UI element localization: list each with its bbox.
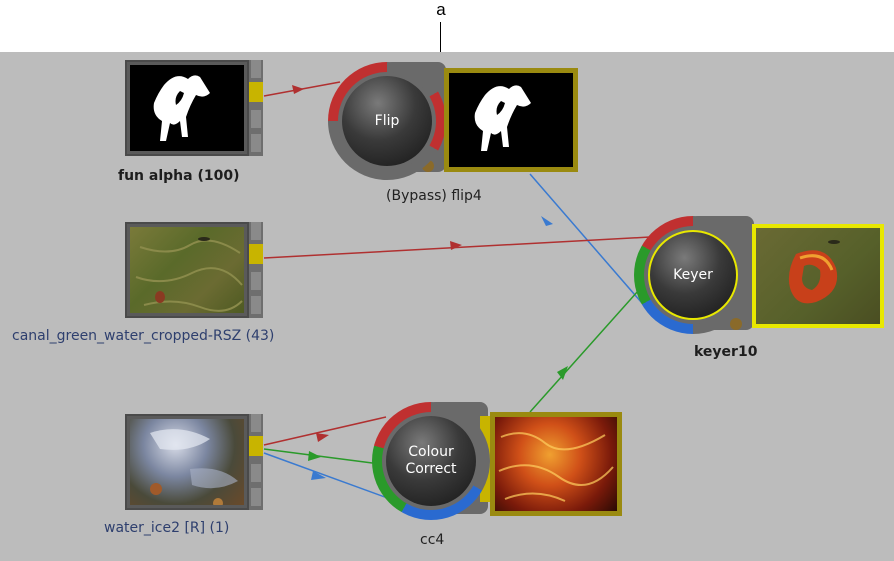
wire-arrow-red-flip xyxy=(292,85,304,94)
wire-water-to-cc-blue[interactable] xyxy=(263,452,394,501)
wire-arrow-green-cc xyxy=(308,451,321,461)
clip-output-tab[interactable] xyxy=(249,60,263,156)
ice-texture-icon xyxy=(150,429,238,505)
keyed-lava-icon xyxy=(788,240,840,304)
wire-water-to-cc-green[interactable] xyxy=(263,448,381,465)
output-port[interactable] xyxy=(249,244,263,264)
wire-layer xyxy=(263,81,651,501)
wire-arrow-green-cc-keyer xyxy=(557,366,568,380)
lava-thumbnail-icon xyxy=(498,432,614,502)
wire-arrow-red-cc xyxy=(316,433,329,442)
keyer-node-button[interactable]: Keyer xyxy=(648,230,738,320)
colour-correct-preview[interactable] xyxy=(490,412,622,516)
wire-arrow-red-keyer xyxy=(450,241,462,250)
ball-label-line-1: Colour xyxy=(408,444,454,460)
wire-cc-to-keyer[interactable] xyxy=(529,281,647,413)
output-port[interactable] xyxy=(249,82,263,102)
water-texture-icon xyxy=(135,237,243,312)
clip-label-water-ice: water_ice2 [R] (1) xyxy=(104,520,230,536)
flip-preview[interactable] xyxy=(444,68,578,172)
flip-node-button[interactable]: Flip xyxy=(342,76,432,166)
wire-arrow-blue-cc xyxy=(311,471,326,480)
colour-correct-node-label: cc4 xyxy=(420,532,445,548)
clip-output-tab[interactable] xyxy=(249,222,263,318)
clip-output-tab[interactable] xyxy=(249,414,263,510)
alpha-matte-thumbnail-icon xyxy=(474,85,531,151)
clip-label-fun-alpha: fun alpha (100) xyxy=(118,168,240,184)
output-port[interactable] xyxy=(249,436,263,456)
flip-node-label: (Bypass) flip4 xyxy=(386,188,482,204)
wire-canal-to-keyer[interactable] xyxy=(263,236,651,259)
clip-thumbnail xyxy=(125,414,249,510)
wire-flip-to-keyer[interactable] xyxy=(529,173,649,311)
schematic-view[interactable]: fun alpha (100) canal_green_water_croppe… xyxy=(0,52,894,561)
wire-water-to-cc-red[interactable] xyxy=(263,416,387,446)
ball-label-line-2: Correct xyxy=(405,461,457,477)
node-status-dot xyxy=(730,318,742,330)
wire-arrow-blue-flip-keyer xyxy=(541,216,553,226)
keyer-preview[interactable] xyxy=(752,224,884,328)
clip-thumbnail xyxy=(125,222,249,318)
keyer-node-label: keyer10 xyxy=(694,344,758,360)
alpha-matte-icon xyxy=(153,75,210,141)
colour-correct-node-button[interactable]: Colour Correct xyxy=(386,416,476,506)
clip-label-canal-green-water: canal_green_water_cropped-RSZ (43) xyxy=(12,328,275,344)
callout-letter: a xyxy=(436,0,446,19)
clip-thumbnail xyxy=(125,60,249,156)
